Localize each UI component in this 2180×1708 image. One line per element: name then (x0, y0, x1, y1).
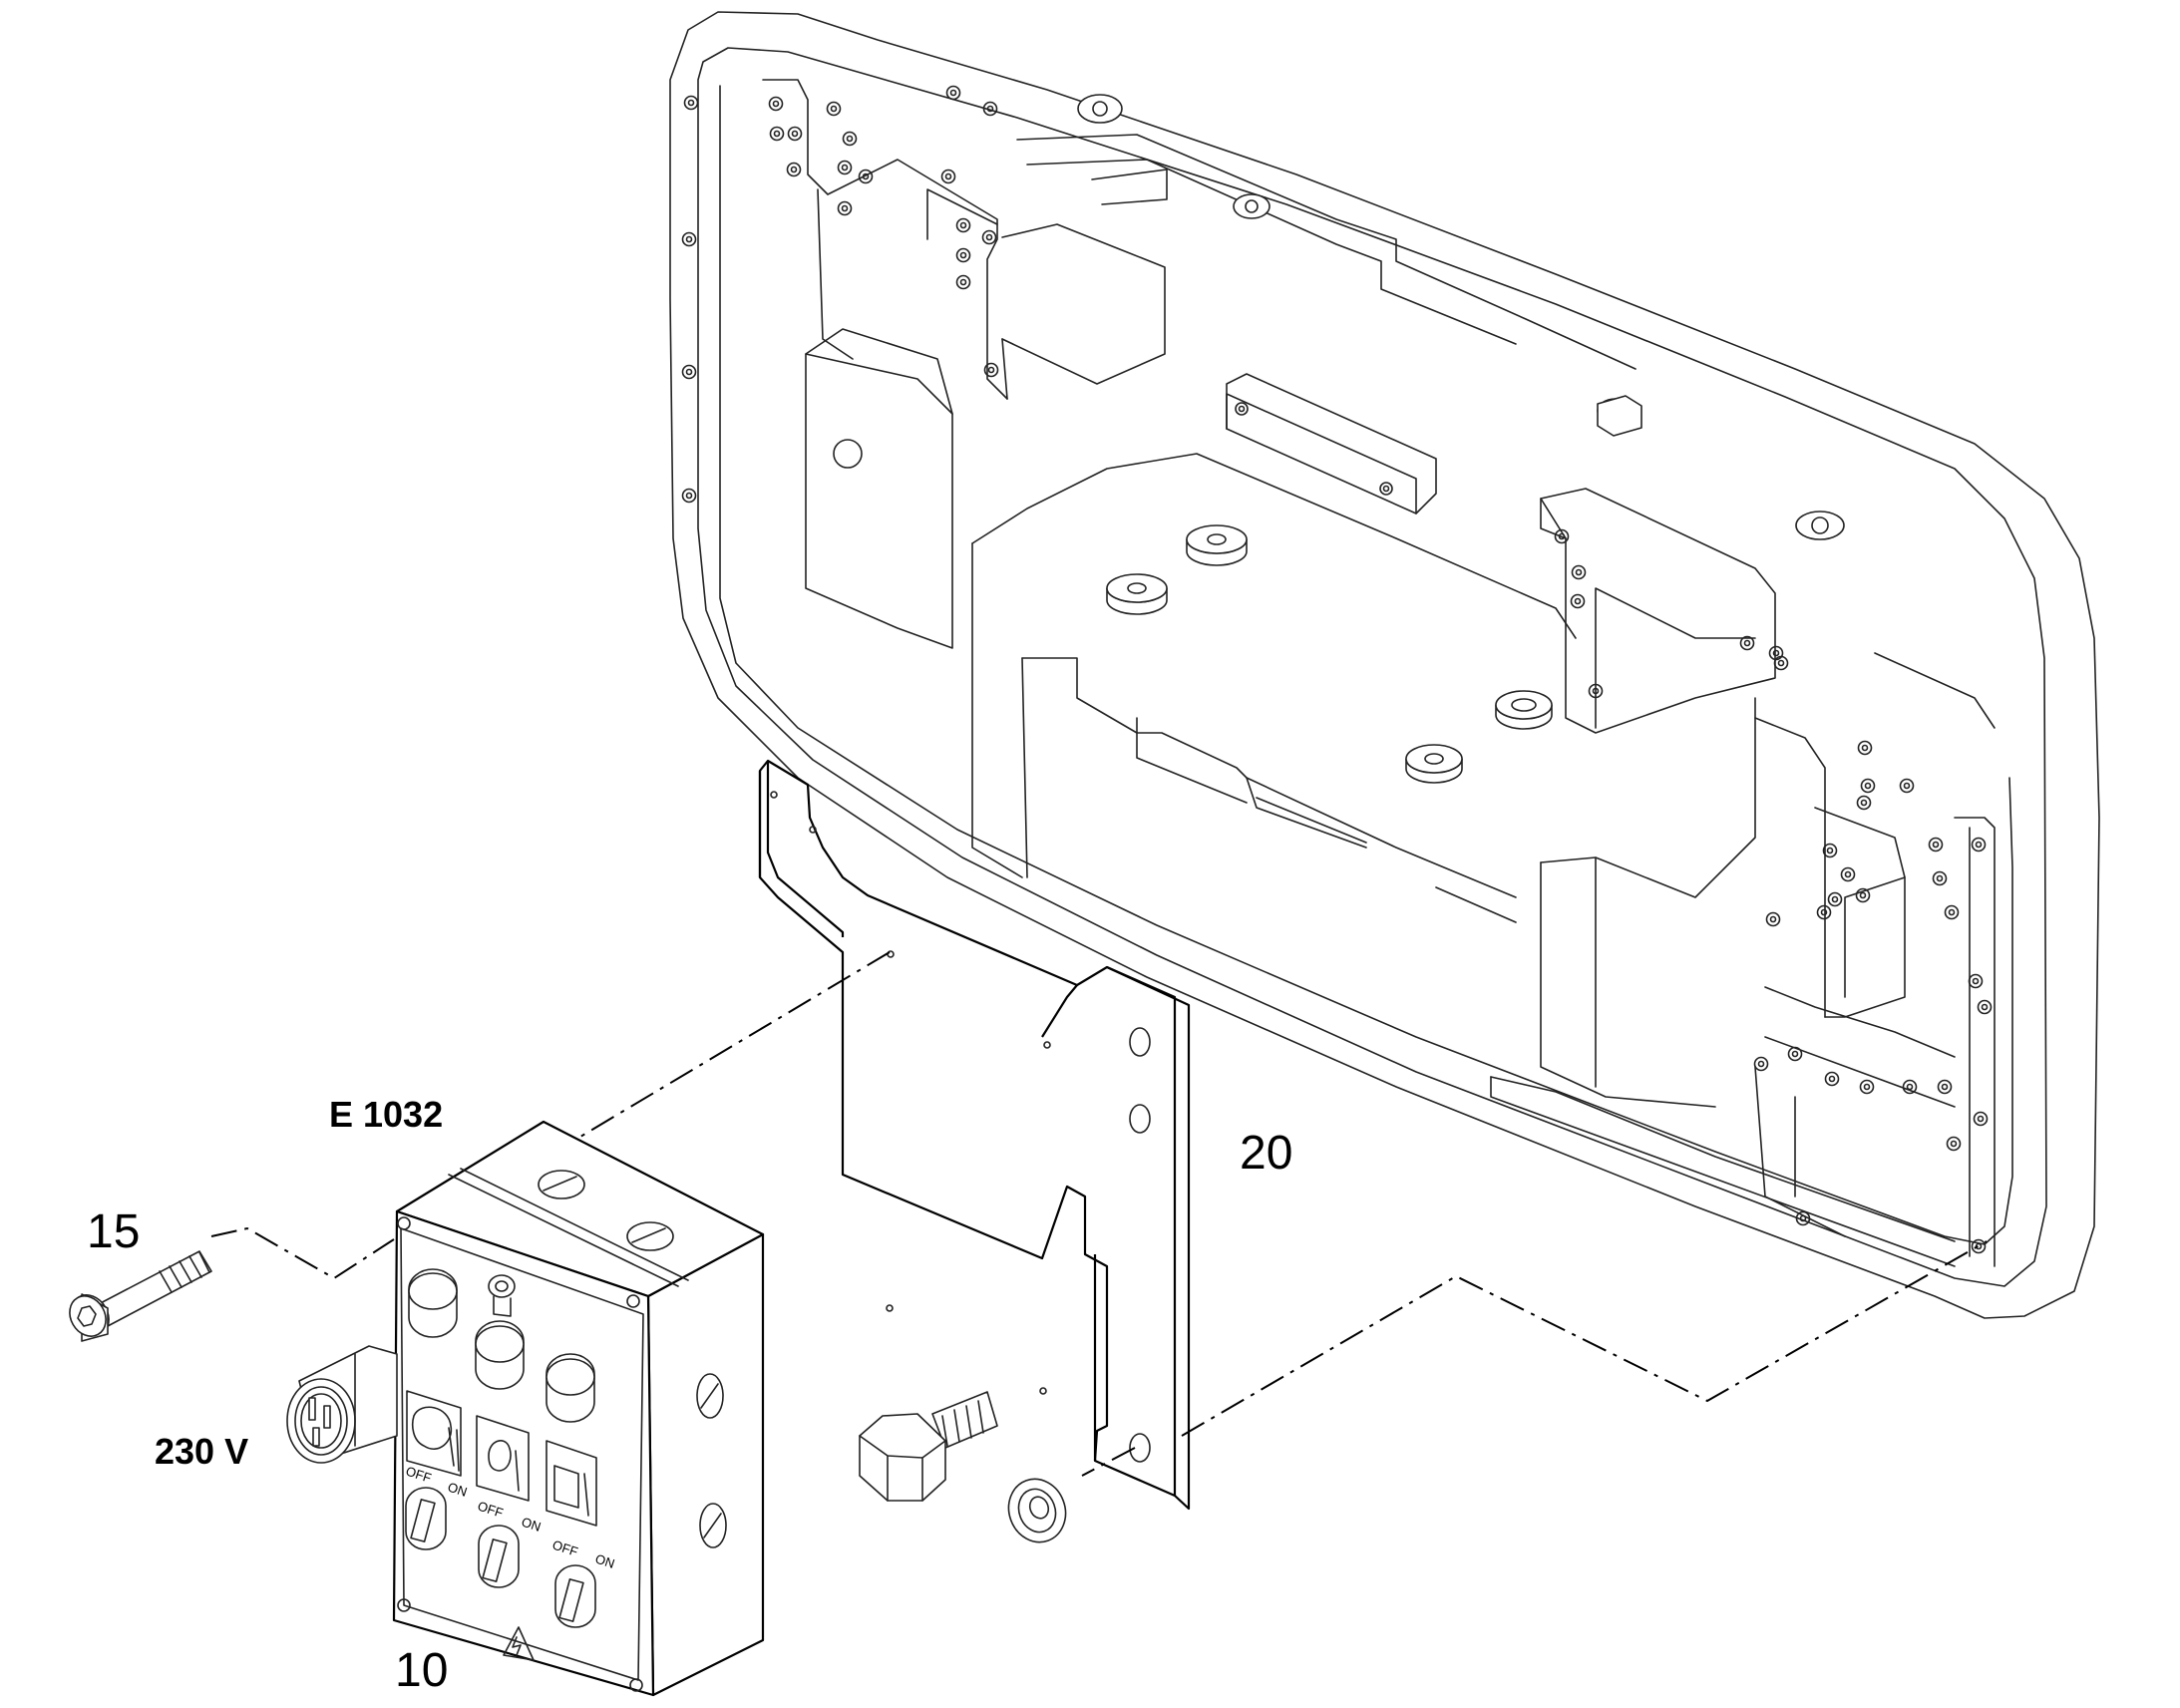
switch-on-label-2: ON (520, 1515, 543, 1535)
switch-on-label-3: ON (593, 1551, 616, 1571)
switch-on-label-1: ON (446, 1480, 469, 1500)
mounting-plate (758, 759, 1191, 1511)
label-voltage: 230 V (155, 1431, 249, 1472)
housing-bosses (1077, 94, 1845, 784)
electric-warning-icon (503, 1626, 535, 1661)
assembly-lines (210, 951, 1988, 1477)
hex-bolt-icon (859, 1391, 998, 1502)
control-box: OFF ON OFF ON OFF ON (286, 1120, 765, 1697)
housing-bolt-holes (681, 85, 1993, 1254)
label-part-15: 15 (87, 1205, 141, 1258)
washer-icon (1007, 1478, 1067, 1543)
power-plug (286, 1345, 398, 1464)
label-part-20: 20 (1240, 1127, 1293, 1180)
socket-screw-icon (69, 1250, 212, 1342)
label-part-10: 10 (395, 1644, 449, 1697)
label-e1032: E 1032 (329, 1094, 444, 1135)
housing-frame (669, 11, 2100, 1319)
